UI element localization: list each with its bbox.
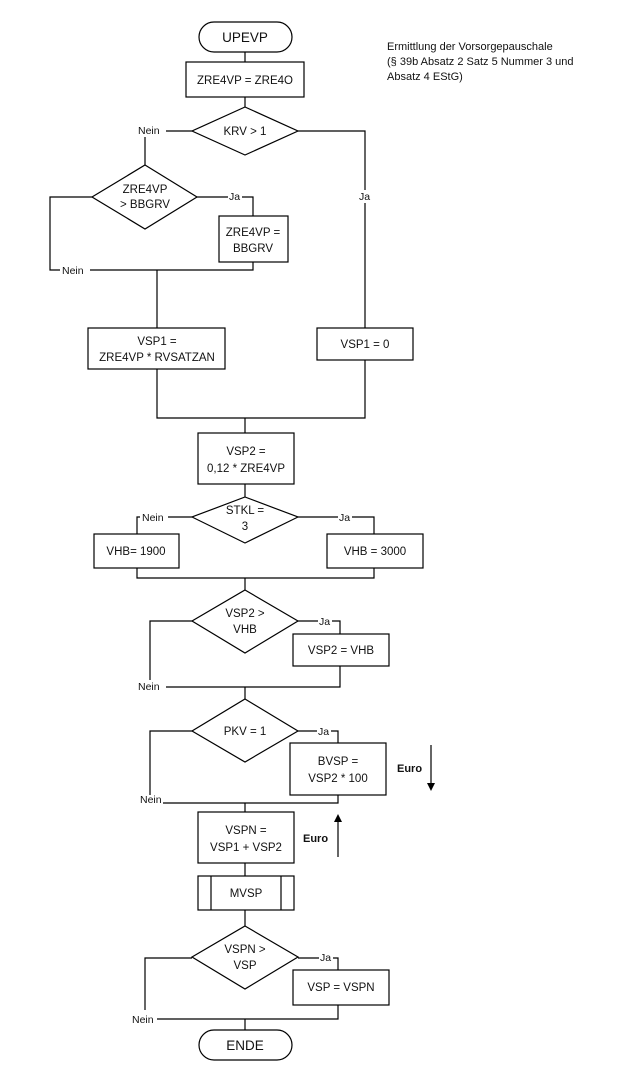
process-text: VSP1 = 0 (341, 339, 390, 351)
process-text: ZRE4VP = (226, 227, 281, 239)
connector-bbgrv-no (49, 196, 254, 271)
arrow-up-head-icon (334, 814, 342, 822)
connector-merge-vspn (157, 1005, 339, 1020)
label-yes: Ja (319, 616, 330, 628)
label-yes: Ja (320, 952, 331, 964)
process-text: VSP2 = VHB (308, 645, 374, 657)
label-no: Nein (62, 265, 84, 277)
euro-up-annotation: Euro (303, 814, 342, 857)
decision-text: STKL = (226, 505, 265, 517)
process-vhb-3000: VHB = 3000 (326, 533, 424, 569)
connector-pkv-yes (298, 730, 339, 743)
process-text: VSP1 + VSP2 (210, 842, 282, 854)
start-terminator: UPEVP (198, 21, 293, 53)
process-text: VHB= 1900 (106, 546, 165, 558)
process-text: VHB = 3000 (344, 546, 406, 558)
decision-text: ZRE4VP (123, 184, 168, 196)
connector-pkv-no (149, 730, 192, 795)
note-line-3: Absatz 4 EStG) (387, 71, 463, 83)
connector-vsp2-yes (298, 620, 341, 634)
label-yes: Ja (359, 191, 370, 203)
process-text: ZRE4VP * RVSATZAN (99, 352, 215, 364)
process-vsp2-calc: VSP2 = 0,12 * ZRE4VP (197, 432, 295, 485)
label-no: Nein (132, 1014, 154, 1026)
process-vsp-assign: VSP = VSPN (292, 969, 390, 1006)
connector-merge-vsp2 (166, 666, 341, 688)
decision-text: VSP (233, 960, 256, 972)
connectors (49, 52, 375, 1030)
euro-label: Euro (397, 763, 422, 775)
decision-text: VSP2 > (225, 608, 265, 620)
process-text: VSP2 = (226, 446, 266, 458)
label-no: Nein (138, 125, 160, 137)
process-text: VSP2 * 100 (308, 773, 367, 785)
process-text: BBGRV (233, 243, 273, 255)
label-no: Nein (140, 794, 162, 806)
decision-text: VHB (233, 624, 257, 636)
end-terminator: ENDE (198, 1029, 293, 1061)
connector-bbgrv-yes (197, 196, 254, 216)
connector-stkl-yes (298, 516, 375, 534)
label-no: Nein (138, 681, 160, 693)
connector-vsp2-no (149, 620, 192, 680)
decision-text: 3 (242, 521, 248, 533)
label-yes: Ja (229, 191, 240, 203)
decision-vsp2-vhb: VSP2 > VHB (190, 589, 300, 654)
subprocess-mvsp: MVSP (197, 875, 295, 911)
euro-label: Euro (303, 833, 328, 845)
title-note: Ermittlung der Vorsorgepauschale (§ 39b … (387, 41, 574, 83)
note-line-1: Ermittlung der Vorsorgepauschale (387, 41, 553, 53)
decision-bbgrv: ZRE4VP > BBGRV (90, 164, 199, 230)
connector-vspn-no (144, 957, 192, 1010)
connector-stkl-no (136, 516, 192, 534)
note-line-2: (§ 39b Absatz 2 Satz 5 Nummer 3 und (387, 56, 574, 68)
connector-merge-pkv (163, 795, 339, 804)
process-text: VSPN = (225, 825, 267, 837)
connector-krv-yes (298, 130, 366, 330)
process-vsp1-calc: VSP1 = ZRE4VP * RVSATZAN (87, 327, 226, 370)
label-yes: Ja (339, 512, 350, 524)
process-vsp2-assign: VSP2 = VHB (292, 633, 390, 667)
label-no: Nein (142, 512, 164, 524)
process-text: MVSP (230, 888, 263, 900)
arrow-down-head-icon (427, 783, 435, 791)
decision-text: KRV > 1 (224, 126, 267, 138)
process-vspn-calc: VSPN = VSP1 + VSP2 (197, 811, 295, 864)
process-bvsp-calc: BVSP = VSP2 * 100 (289, 742, 387, 796)
decision-pkv: PKV = 1 (190, 698, 300, 763)
process-bbgrv-assign: ZRE4VP = BBGRV (218, 215, 289, 263)
euro-down-annotation: Euro (397, 745, 435, 791)
decision-text: VSPN > (224, 944, 266, 956)
process-vsp1-zero: VSP1 = 0 (316, 327, 414, 361)
process-text: ZRE4VP = ZRE4O (197, 75, 293, 87)
process-text: VSP1 = (137, 336, 177, 348)
decision-vspn-vsp: VSPN > VSP (190, 925, 300, 990)
decision-text: > BBGRV (120, 199, 170, 211)
decision-stkl: STKL = 3 (190, 496, 300, 544)
process-vhb-1900: VHB= 1900 (93, 533, 180, 569)
decision-krv: KRV > 1 (190, 106, 300, 156)
label-yes: Ja (318, 726, 329, 738)
connector-merge-vsp1 (156, 360, 366, 419)
start-label: UPEVP (222, 30, 268, 45)
end-label: ENDE (226, 1038, 264, 1053)
decision-text: PKV = 1 (224, 726, 267, 738)
process-text: 0,12 * ZRE4VP (207, 463, 285, 475)
connector-merge-vhb (136, 568, 375, 579)
process-text: BVSP = (318, 756, 359, 768)
process-zre4vp: ZRE4VP = ZRE4O (185, 61, 305, 98)
connector-vspn-yes (298, 957, 339, 970)
process-text: VSP = VSPN (307, 982, 374, 994)
